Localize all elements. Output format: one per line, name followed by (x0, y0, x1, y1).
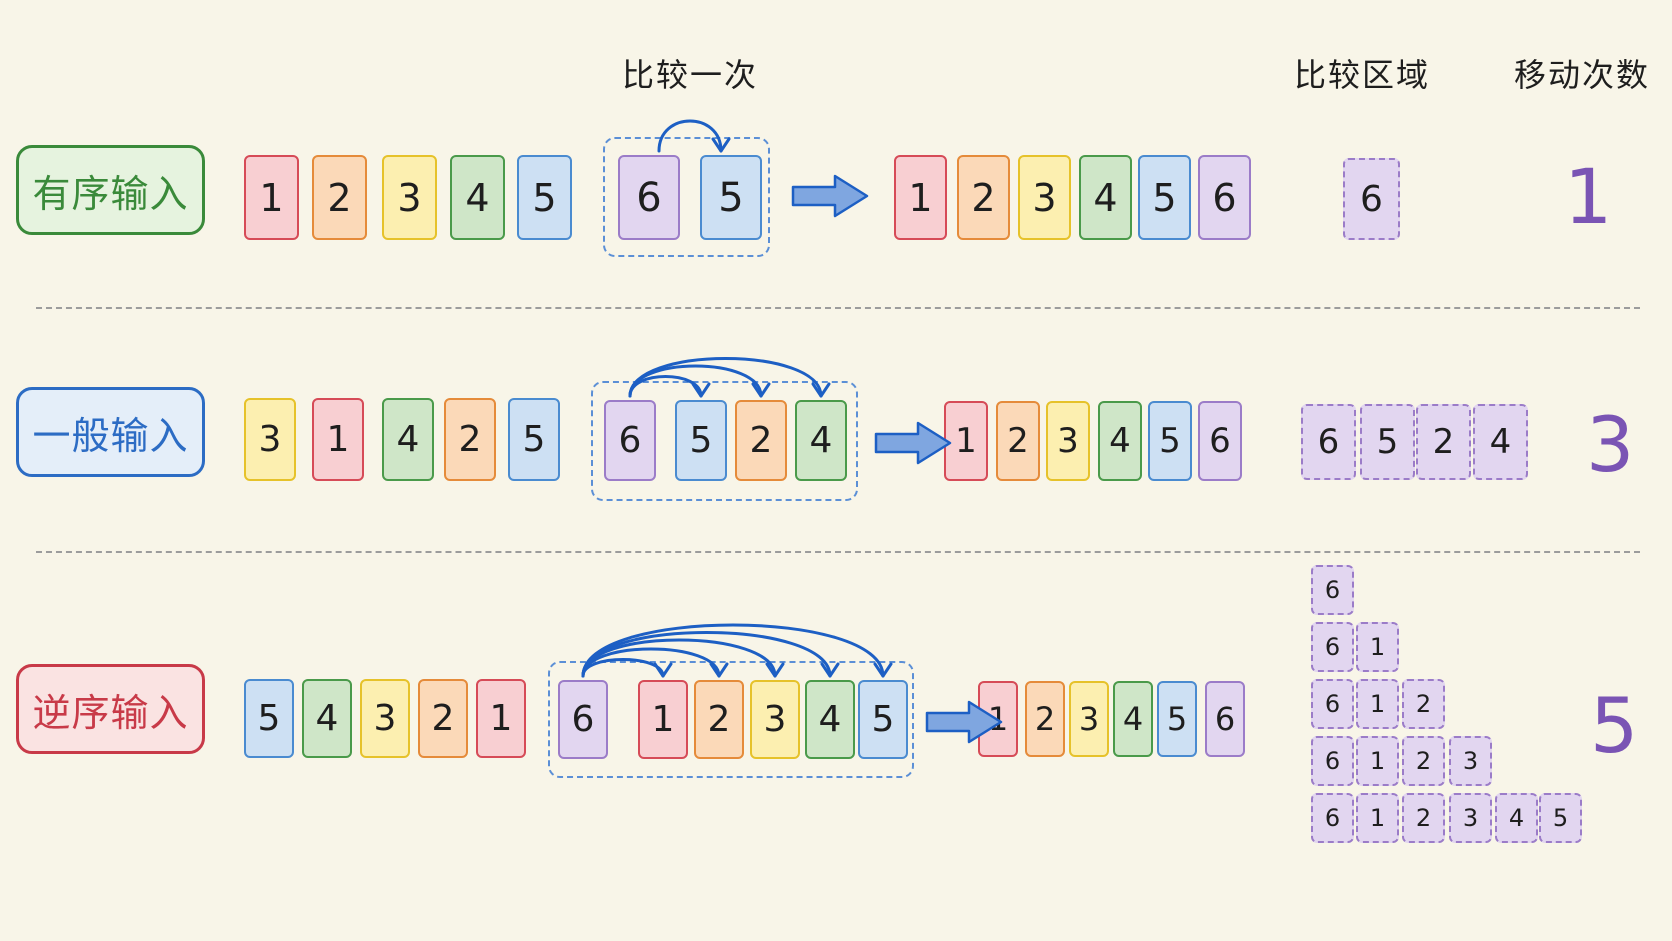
input-card: 1 (476, 679, 526, 758)
input-card: 3 (382, 155, 437, 240)
region-card: 6 (1311, 622, 1354, 672)
result-card: 6 (1205, 681, 1245, 757)
input-card: 5 (244, 679, 294, 758)
result-card: 6 (1198, 401, 1242, 481)
result-card: 1 (978, 681, 1018, 757)
result-card: 3 (1018, 155, 1071, 240)
result-card: 5 (1138, 155, 1191, 240)
header-compare-region: 比较区域 (1294, 56, 1431, 94)
compare-card: 3 (750, 680, 800, 759)
region-card: 2 (1402, 679, 1445, 729)
divider-2 (36, 551, 1640, 553)
region-card: 3 (1449, 793, 1492, 843)
region-card: 4 (1495, 793, 1538, 843)
region-card: 6 (1311, 793, 1354, 843)
region-card: 1 (1356, 622, 1399, 672)
row-label-2: 一般输入 (16, 387, 205, 477)
compare-card: 4 (795, 400, 847, 481)
input-card: 1 (312, 398, 364, 481)
compare-card: 6 (618, 155, 680, 240)
region-card: 6 (1343, 158, 1400, 240)
compare-card: 2 (735, 400, 787, 481)
result-card: 5 (1148, 401, 1192, 481)
input-card: 5 (517, 155, 572, 240)
region-card: 6 (1311, 565, 1354, 615)
input-card: 4 (450, 155, 505, 240)
compare-card: 6 (604, 400, 656, 481)
region-card: 2 (1402, 736, 1445, 786)
region-card: 5 (1360, 404, 1415, 480)
result-card: 1 (944, 401, 988, 481)
result-card: 2 (957, 155, 1010, 240)
move-count: 3 (1586, 400, 1635, 489)
result-card: 4 (1098, 401, 1142, 481)
transform-arrow-icon (791, 174, 869, 218)
region-card: 6 (1311, 679, 1354, 729)
result-card: 3 (1046, 401, 1090, 481)
compare-card: 4 (805, 680, 855, 759)
input-card: 5 (508, 398, 560, 481)
result-card: 1 (894, 155, 947, 240)
compare-card: 5 (858, 680, 908, 759)
region-card: 6 (1301, 404, 1356, 480)
region-card: 3 (1449, 736, 1492, 786)
row-label-3: 逆序输入 (16, 664, 205, 754)
result-card: 2 (1025, 681, 1065, 757)
input-card: 2 (444, 398, 496, 481)
region-card: 1 (1356, 793, 1399, 843)
region-card: 2 (1416, 404, 1471, 480)
row-label-1: 有序输入 (16, 145, 205, 235)
input-card: 4 (302, 679, 352, 758)
move-count: 5 (1590, 681, 1639, 770)
result-card: 5 (1157, 681, 1197, 757)
input-card: 1 (244, 155, 299, 240)
result-card: 4 (1079, 155, 1132, 240)
result-card: 4 (1113, 681, 1153, 757)
input-card: 3 (244, 398, 296, 481)
result-card: 2 (996, 401, 1040, 481)
result-card: 3 (1069, 681, 1109, 757)
move-count: 1 (1564, 152, 1613, 241)
compare-card: 6 (558, 680, 608, 759)
region-card: 5 (1539, 793, 1582, 843)
input-card: 2 (418, 679, 468, 758)
compare-card: 1 (638, 680, 688, 759)
header-compare-once: 比较一次 (622, 56, 759, 94)
result-card: 6 (1198, 155, 1251, 240)
region-card: 6 (1311, 736, 1354, 786)
input-card: 4 (382, 398, 434, 481)
region-card: 4 (1473, 404, 1528, 480)
compare-card: 2 (694, 680, 744, 759)
region-card: 1 (1356, 679, 1399, 729)
header-move-count: 移动次数 (1514, 56, 1651, 94)
compare-card: 5 (675, 400, 727, 481)
compare-card: 5 (700, 155, 762, 240)
input-card: 3 (360, 679, 410, 758)
region-card: 2 (1402, 793, 1445, 843)
divider-1 (36, 307, 1640, 309)
region-card: 1 (1356, 736, 1399, 786)
input-card: 2 (312, 155, 367, 240)
transform-arrow-icon (874, 421, 952, 465)
